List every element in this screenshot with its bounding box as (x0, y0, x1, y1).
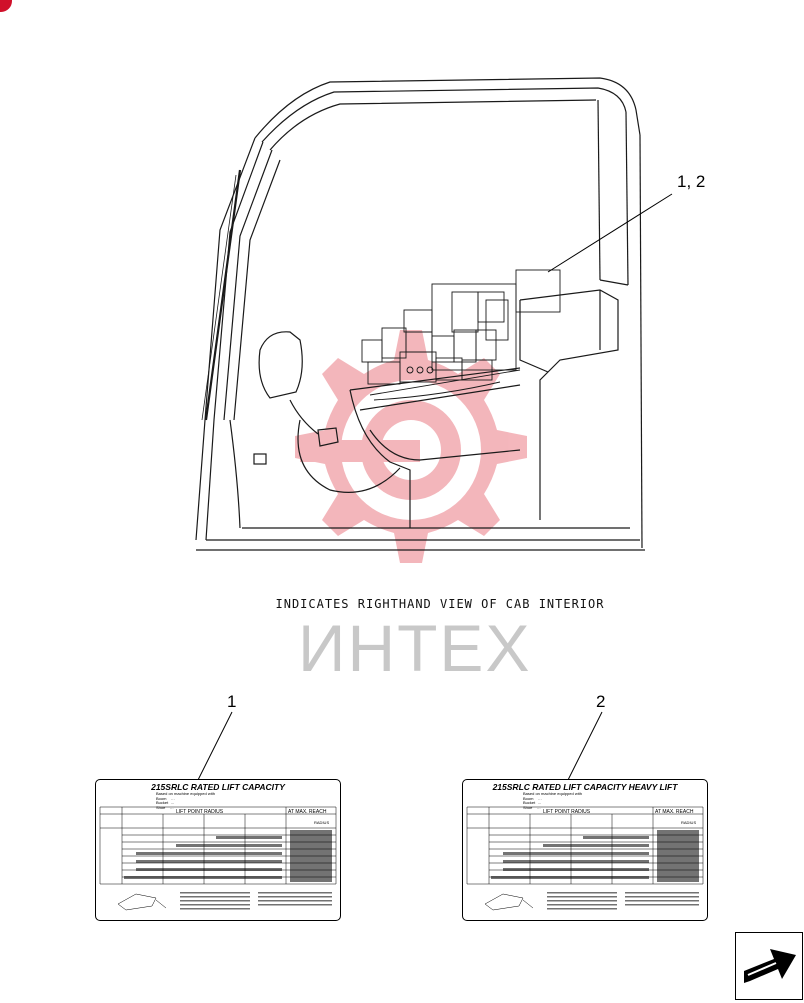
callout-label-main: 1, 2 (677, 172, 706, 191)
decal-1-subtitle: Based on machine equipped with Boom … Bu… (156, 791, 215, 810)
diagram-caption: INDICATES RIGHTHAND VIEW OF CAB INTERIOR (275, 597, 605, 611)
next-page-button[interactable] (735, 932, 803, 1000)
decal-2-radius-header: LIFT POINT RADIUS (543, 809, 591, 815)
watermark-text: ИНТЕХ (298, 611, 532, 685)
lift-capacity-decal-2: 215SRLC RATED LIFT CAPACITY HEAVY LIFT B… (462, 779, 708, 921)
callout-leader-main (547, 193, 673, 273)
callout-label-2: 2 (596, 692, 606, 711)
fuse-relay-panel (361, 269, 561, 401)
callout-label-1: 1 (227, 692, 237, 711)
lift-capacity-decal-1: 215SRLC RATED LIFT CAPACITY Based on mac… (95, 779, 341, 921)
next-page-arrow-icon (744, 949, 796, 983)
decal-table-graphic (466, 806, 704, 911)
decal-2-subtitle: Based on machine equipped with Boom … Bu… (523, 791, 582, 810)
decal-1-max-reach-header: AT MAX. REACH (288, 809, 327, 815)
decal-1-radius-header: LIFT POINT RADIUS (176, 809, 224, 815)
callout-leader-1 (195, 711, 233, 785)
decal-2-max-reach-header: AT MAX. REACH (655, 809, 694, 815)
decal-table-graphic (99, 806, 337, 911)
cab-outline (195, 77, 645, 551)
callout-leader-2 (565, 711, 603, 785)
decal-2-radius-col: RADIUS (681, 820, 697, 825)
decal-1-title: 215SRLC RATED LIFT CAPACITY (151, 782, 285, 792)
decal-2-title: 215SRLC RATED LIFT CAPACITY HEAVY LIFT (492, 782, 678, 792)
decal-1-radius-col: RADIUS (314, 820, 330, 825)
